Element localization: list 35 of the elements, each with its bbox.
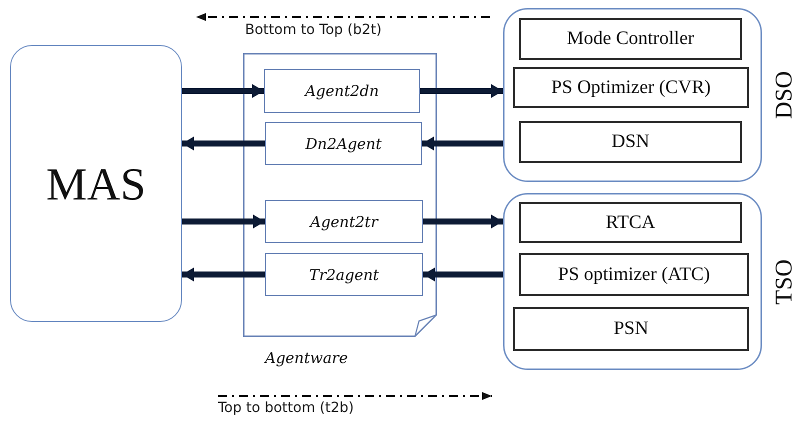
thick-arrow	[422, 136, 503, 150]
direction-label: Top to bottom (t2b)	[218, 400, 354, 416]
box-label: MAS	[46, 157, 146, 210]
interface-label: Agent2tr	[310, 212, 378, 230]
document-label: Agentware	[265, 349, 348, 367]
module-box	[519, 18, 742, 60]
thick-arrow	[423, 268, 503, 282]
thick-arrow	[182, 268, 265, 282]
module-box	[513, 307, 749, 351]
system-box	[10, 45, 182, 322]
interface-box	[265, 200, 423, 243]
interface-label: Dn2Agent	[305, 134, 382, 152]
interface-box	[264, 69, 420, 113]
module-label: DSN	[612, 131, 650, 153]
thick-arrow	[423, 214, 503, 228]
group-label: DSO	[772, 71, 798, 119]
module-box	[519, 253, 749, 296]
interface-label: Agent2dn	[305, 82, 379, 100]
module-label: PS optimizer (ATC)	[558, 264, 710, 286]
interface-box	[265, 253, 423, 296]
module-box	[519, 121, 742, 163]
thick-arrow	[420, 84, 503, 98]
interface-box	[265, 122, 422, 165]
module-label: PSN	[614, 318, 648, 340]
thick-arrow	[182, 214, 265, 228]
module-label: PS Optimizer (CVR)	[551, 76, 711, 98]
interface-label: Tr2agent	[309, 266, 379, 284]
module-label: Mode Controller	[566, 28, 694, 50]
group-label: TSO	[772, 258, 798, 304]
direction-label: Bottom to Top (b2t)	[245, 22, 382, 38]
module-label: RTCA	[606, 212, 656, 234]
thick-arrow	[182, 136, 265, 150]
module-box	[513, 67, 749, 108]
thick-arrow	[182, 84, 264, 98]
module-box	[519, 202, 742, 243]
